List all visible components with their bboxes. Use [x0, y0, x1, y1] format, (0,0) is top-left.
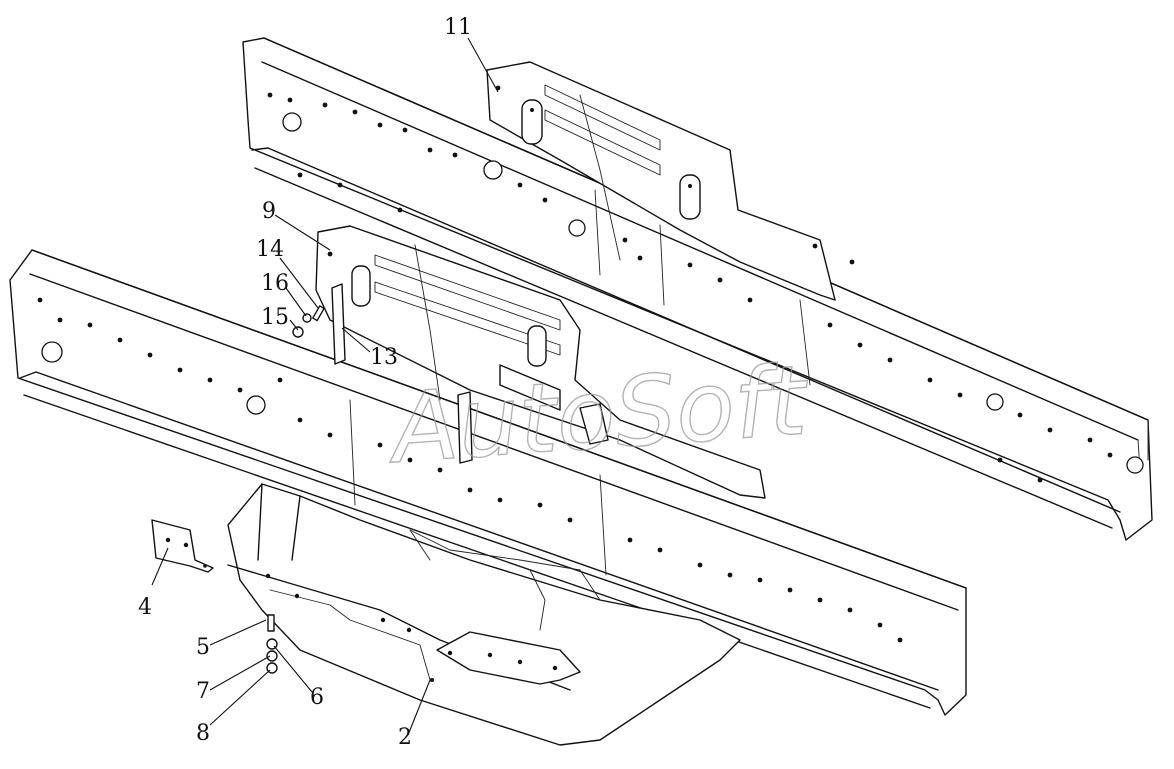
callout-5: 5	[196, 635, 210, 660]
part-9-reinforcement-bracket	[315, 225, 766, 499]
part-11-reinforcement-bracket	[486, 61, 855, 301]
callout-6: 6	[310, 685, 324, 710]
part-13-connecting-plates	[331, 283, 609, 464]
callout-9: 9	[262, 199, 276, 224]
part-4-mounting-plate	[151, 519, 214, 573]
part-2-lower-cross-member	[227, 483, 741, 746]
rear-frame-rail	[242, 37, 1153, 541]
callout-4: 4	[138, 595, 152, 620]
callout-13: 13	[370, 345, 398, 370]
callout-2: 2	[398, 725, 412, 750]
callout-14: 14	[256, 237, 284, 262]
callout-15: 15	[261, 305, 289, 330]
front-frame-rail	[9, 249, 967, 716]
callout-11: 11	[444, 15, 472, 40]
fastener-stack	[266, 305, 325, 674]
callout-7: 7	[196, 679, 210, 704]
callout-16: 16	[261, 271, 289, 296]
callout-labels: 11 9 14 16 15 13 4 5 7 6 8 2	[138, 15, 472, 750]
leader-lines	[151, 37, 499, 736]
callout-8: 8	[196, 721, 210, 746]
